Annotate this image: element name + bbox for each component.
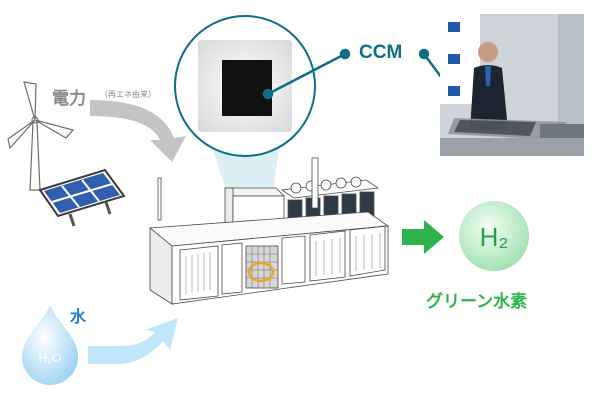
hydrogen-sphere-icon — [459, 201, 529, 271]
solar-panel-icon — [38, 168, 126, 227]
stack-highlight-ring — [247, 261, 275, 283]
ccm-magnifier — [174, 15, 316, 157]
water-flow-arrow — [88, 318, 178, 364]
water-formula: H₂O — [39, 351, 62, 365]
ccm-label: CCM — [359, 42, 403, 63]
water-drop-icon — [22, 306, 78, 385]
water-label: 水 — [70, 307, 87, 326]
wind-turbine-icon — [7, 81, 75, 191]
green-hydrogen-label: グリーン水素 — [426, 292, 528, 312]
power-label: 電力 — [52, 89, 86, 109]
product-flow-arrow — [402, 220, 444, 254]
product-formula: H₂ — [480, 222, 509, 252]
power-source-note: （再エネ由来） — [100, 90, 156, 99]
power-flow-arrow — [90, 100, 186, 162]
presentation-photo — [440, 14, 584, 156]
